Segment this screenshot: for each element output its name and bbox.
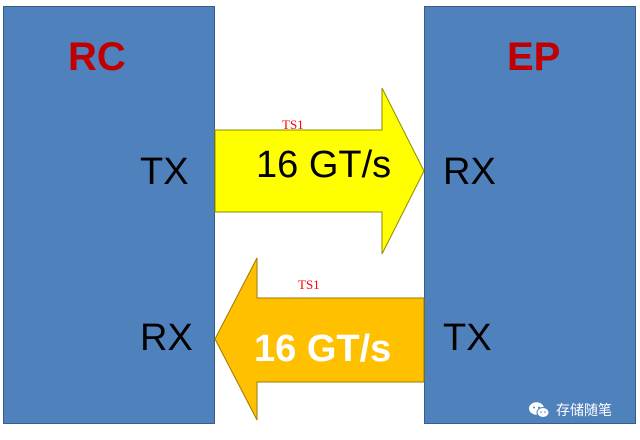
rc-block: RC TX RX <box>3 6 215 424</box>
ts1-bottom-label: TS1 <box>298 277 320 292</box>
rc-rx-port-label: RX <box>140 317 193 359</box>
watermark-text: 存储随笔 <box>556 403 612 419</box>
ep-block: EP RX TX <box>424 6 636 424</box>
watermark: 存储随笔 <box>528 400 612 420</box>
rc-title: RC <box>68 35 126 79</box>
wechat-icon <box>529 402 550 418</box>
ts1-top-label: TS1 <box>282 117 304 132</box>
rx-left-arrow <box>214 257 425 421</box>
speed-bottom-label: 16 GT/s <box>254 328 392 370</box>
rc-tx-port-label: TX <box>140 151 189 193</box>
ep-rx-port-label: RX <box>443 151 496 193</box>
tx-right-arrow <box>214 87 425 255</box>
ep-tx-port-label: TX <box>443 317 492 359</box>
ep-title: EP <box>507 35 561 79</box>
speed-top-label: 16 GT/s <box>256 144 392 186</box>
